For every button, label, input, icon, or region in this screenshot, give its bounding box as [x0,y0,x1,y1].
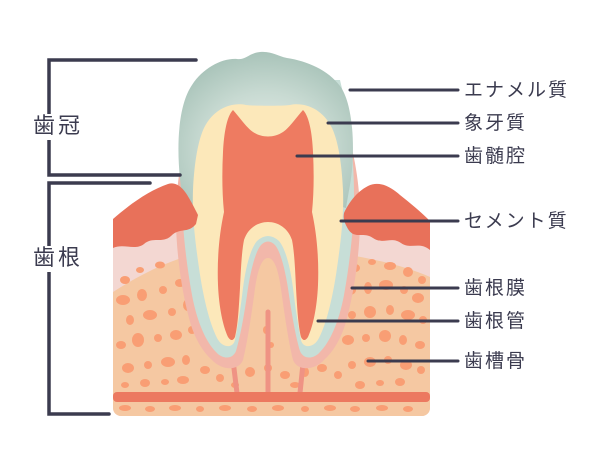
label-dentin: 象牙質 [464,112,528,134]
label-cementum: セメント質 [464,210,569,232]
tooth-shape [175,51,361,369]
label-alveolar-bone: 歯槽骨 [464,350,528,372]
pulp-cavity-shape [217,110,319,340]
label-crown: 歯冠 [24,114,92,140]
label-pulp-cavity: 歯髄腔 [464,145,528,167]
mandibular-canal-band [113,392,430,402]
gingiva [113,183,430,250]
label-enamel: エナメル質 [464,79,570,101]
bracket-root [47,181,152,416]
gum-right-shape [343,183,430,250]
label-periodontal-membrane: 歯根膜 [464,277,528,299]
label-root-canal: 歯根管 [464,310,528,332]
leader-lines [295,88,460,363]
gum-left-shape [113,183,198,248]
label-root: 歯根 [24,246,92,272]
